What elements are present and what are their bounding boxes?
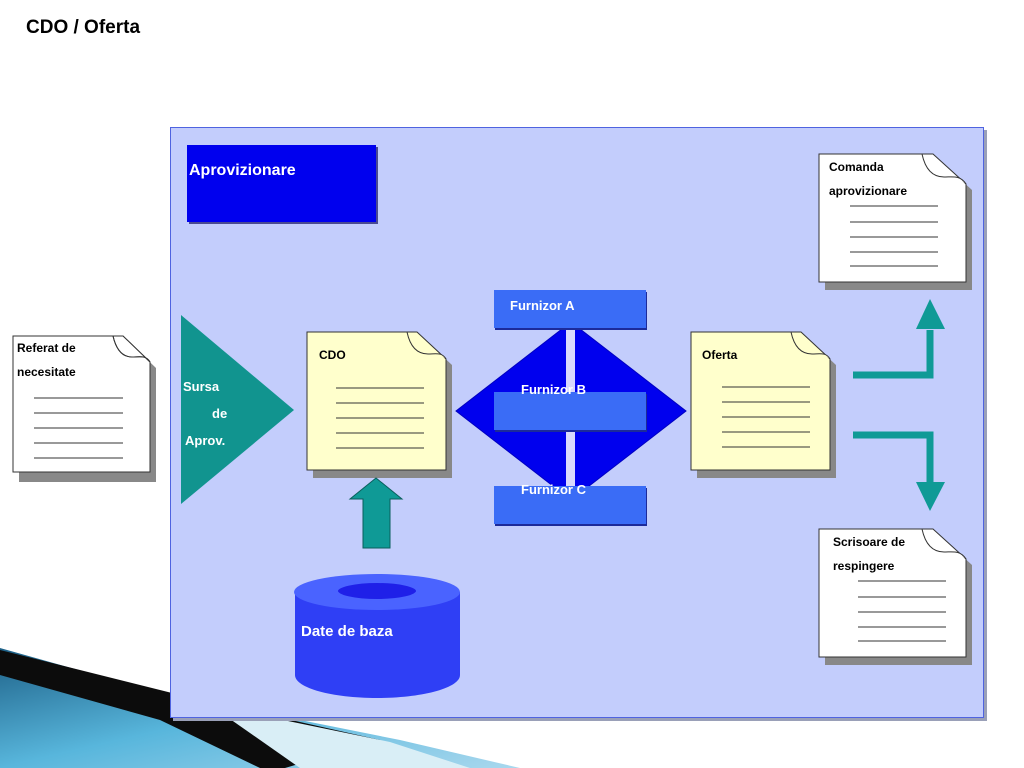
source-line1: Sursa — [183, 379, 220, 394]
oferta-document-icon — [690, 331, 836, 478]
referat-line1: Referat de — [17, 341, 76, 355]
cdo-label: CDO — [319, 348, 346, 362]
comanda-label: Comanda aprovizionare — [829, 155, 907, 203]
cdo-document-icon — [306, 331, 452, 478]
scrisoare-line2: respingere — [833, 559, 895, 573]
referat-label: Referat de necesitate — [17, 336, 76, 384]
supplier-c-label: Furnizor C — [521, 482, 586, 497]
aprovizionare-label: Aprovizionare — [189, 162, 296, 179]
supplier-bar-b — [494, 392, 646, 430]
source-line3: Aprov. — [185, 433, 226, 448]
comanda-line1: Comanda — [829, 160, 884, 174]
scrisoare-document-icon — [818, 528, 972, 665]
database-cylinder-icon — [294, 574, 460, 698]
oferta-label: Oferta — [702, 348, 738, 362]
supplier-a-label: Furnizor A — [510, 298, 575, 313]
comanda-line2: aprovizionare — [829, 184, 908, 198]
supplier-bar-c — [494, 486, 646, 524]
referat-document-icon — [12, 335, 156, 482]
source-triangle-shape — [181, 315, 294, 504]
referat-line2: necesitate — [17, 365, 76, 379]
comanda-document-icon — [818, 153, 972, 290]
scrisoare-label: Scrisoare de respingere — [833, 530, 905, 578]
supplier-b-label: Furnizor B — [521, 382, 586, 397]
page-title: CDO / Oferta — [26, 17, 141, 38]
bent-arrows-icon — [853, 299, 945, 511]
database-label: Date de baza — [301, 623, 393, 640]
source-label: Sursa de Aprov. — [183, 373, 227, 454]
aprovizionare-box: Aprovizionare — [187, 145, 376, 222]
scrisoare-line1: Scrisoare de — [833, 535, 906, 549]
source-line2: de — [212, 406, 228, 421]
supplier-bar-a: Furnizor A — [494, 290, 646, 328]
up-arrow-icon — [348, 477, 404, 549]
